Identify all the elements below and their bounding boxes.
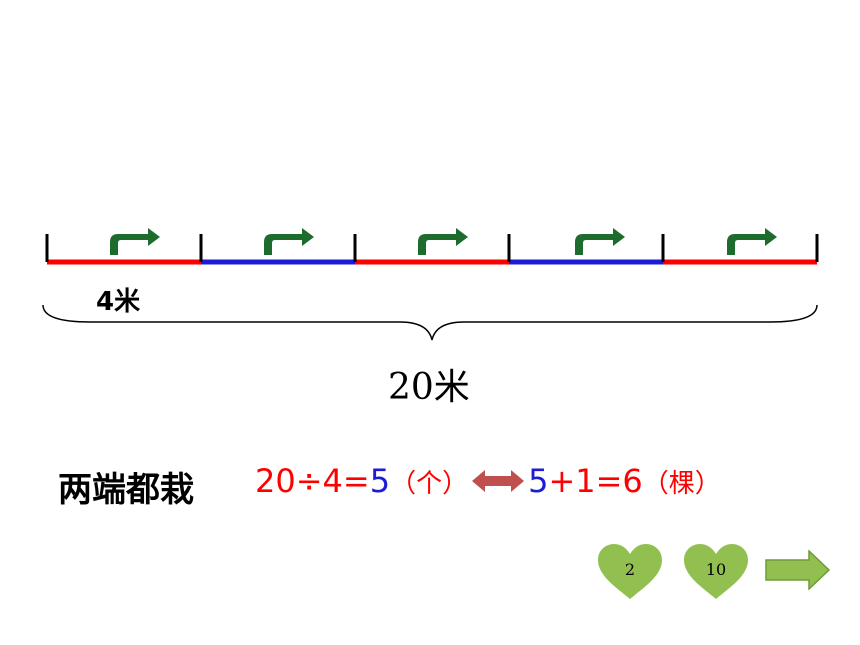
heart-button-1[interactable]: 2 [597, 544, 663, 600]
heart-button-2[interactable]: 10 [683, 544, 749, 600]
formula-unit-2: （棵） [642, 468, 721, 499]
turn-arrow-icon [110, 228, 160, 255]
turn-arrow-icon [418, 228, 468, 255]
turn-arrow-icon [727, 228, 777, 255]
formula: 20÷4= 5 （个） 5 +1=6 （棵） [255, 462, 721, 500]
right-arrow-icon[interactable] [765, 550, 831, 590]
formula-addition: +1=6 [548, 462, 643, 500]
formula-intervals: 5 [528, 462, 549, 500]
heart-icon [684, 544, 748, 599]
formula-quotient: 5 [369, 462, 391, 500]
turn-arrow-icon [264, 228, 314, 255]
number-line-diagram [42, 228, 819, 341]
formula-division: 20÷4= [255, 462, 370, 500]
turn-arrow-icon [575, 228, 625, 255]
total-brace [42, 304, 818, 341]
double-arrow-icon [472, 470, 525, 492]
formula-unit-1: （个） [390, 468, 469, 499]
heart-number: 10 [705, 560, 727, 579]
total-length-label: 20米 [388, 367, 470, 408]
segment-length-label: 4米 [96, 287, 141, 317]
heart-icon [598, 544, 662, 599]
heart-number: 2 [624, 560, 636, 579]
case-label: 两端都栽 [58, 470, 194, 510]
